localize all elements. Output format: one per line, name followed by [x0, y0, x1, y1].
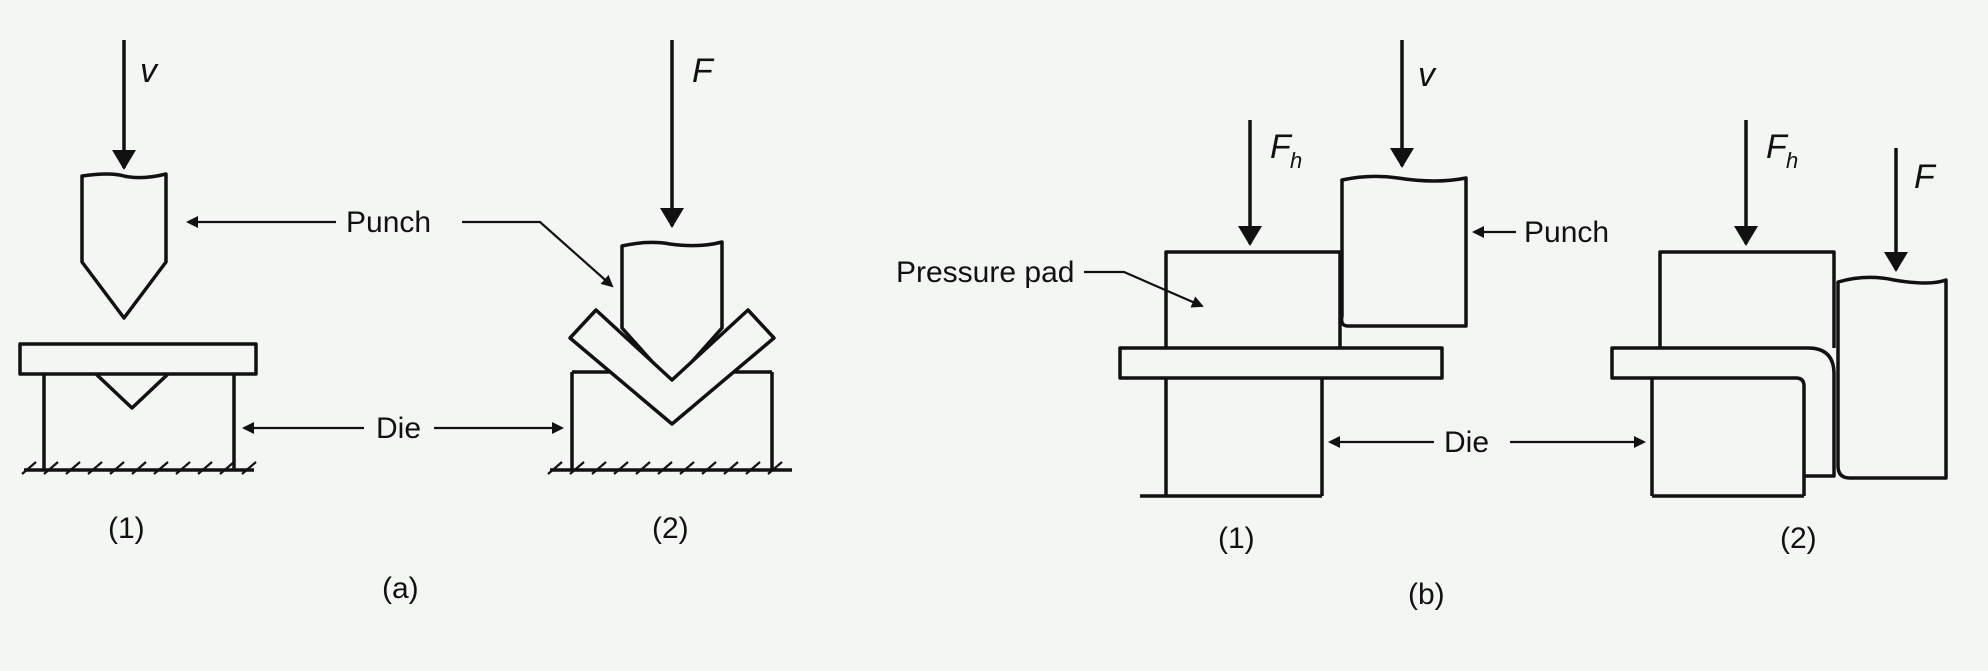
- punch-edge: [1339, 174, 1468, 328]
- holding-force-subscript: h: [1290, 148, 1302, 173]
- label-punch-a: Punch: [346, 206, 431, 239]
- caption-a1: (1): [108, 512, 145, 545]
- caption-a: (a): [382, 572, 419, 605]
- velocity-symbol-b: v: [1418, 56, 1437, 94]
- punch-edge-down: [1836, 275, 1948, 480]
- v-bending-end: F (2): [547, 40, 792, 545]
- die-v-groove: [94, 372, 170, 410]
- velocity-symbol: v: [140, 52, 159, 90]
- caption-b: (b): [1408, 578, 1445, 611]
- sheet-flat-b: [1118, 346, 1444, 380]
- label-pressure-pad: Pressure pad: [896, 256, 1074, 289]
- leader-punch-right: [462, 220, 614, 288]
- die-edge-2: [1650, 378, 1806, 498]
- edge-bending-start: F h v (1): [1118, 40, 1468, 555]
- label-die-b: Die: [1444, 426, 1489, 459]
- sheet-flat: [18, 342, 258, 376]
- ground-hatch: [21, 461, 257, 475]
- edge-bending-end: F h F (2): [1610, 120, 1948, 555]
- caption-b2: (2): [1780, 522, 1817, 555]
- bent-sheet: [568, 308, 776, 426]
- label-punch-b: Punch: [1524, 216, 1609, 249]
- label-die-a: Die: [376, 412, 421, 445]
- holding-force-symbol-2: F: [1766, 128, 1789, 166]
- die-v-block: [24, 374, 254, 472]
- force-symbol-b: F: [1914, 158, 1937, 196]
- caption-b1: (1): [1218, 522, 1255, 555]
- die-edge: [1140, 378, 1324, 498]
- leader-pressure-pad: [1084, 270, 1204, 308]
- force-symbol: F: [692, 52, 715, 90]
- pressure-pad: [1164, 250, 1342, 348]
- punch-v: [80, 172, 168, 320]
- caption-a2: (2): [652, 512, 689, 545]
- v-bending-start: v (1): [18, 40, 258, 545]
- ground-hatch-2: [547, 461, 783, 475]
- pressure-pad-2: [1658, 250, 1836, 348]
- bent-sheet-edge: [1610, 346, 1836, 478]
- punch-v-down: [620, 240, 724, 386]
- die-v-block-2: [550, 370, 792, 472]
- holding-force-subscript-2: h: [1786, 148, 1798, 173]
- holding-force-symbol: F: [1270, 128, 1293, 166]
